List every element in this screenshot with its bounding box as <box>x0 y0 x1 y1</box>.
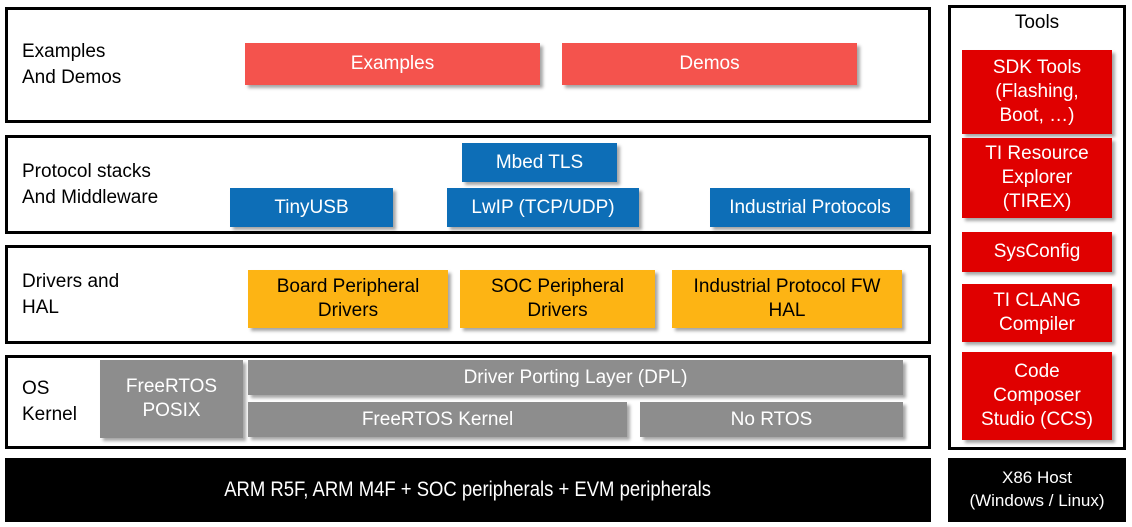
block-lwip: LwIP (TCP/UDP) <box>447 188 639 227</box>
host-bar: X86 Host (Windows / Linux) <box>948 458 1126 522</box>
tool-sysconfig: SysConfig <box>962 232 1112 272</box>
block-examples: Examples <box>245 43 540 85</box>
layer-label-examples-demos: Examples And Demos <box>22 40 122 88</box>
block-industrial-protocol-fw-hal: Industrial Protocol FW HAL <box>672 270 902 328</box>
layer-label-drivers-hal: Drivers and HAL <box>22 270 120 318</box>
block-soc-peripheral-drivers: SOC Peripheral Drivers <box>460 270 655 328</box>
layer-label-protocol-middleware: Protocol stacks And Middleware <box>22 160 159 208</box>
tool-ti-resource-explorer: TI Resource Explorer (TIREX) <box>962 138 1112 218</box>
block-freertos-posix: FreeRTOS POSIX <box>100 360 243 438</box>
host-bar-label: X86 Host (Windows / Linux) <box>969 468 1105 510</box>
layer-label-os-kernel: OS Kernel <box>22 377 77 425</box>
block-freertos-kernel: FreeRTOS Kernel <box>248 402 627 437</box>
block-driver-porting-layer: Driver Porting Layer (DPL) <box>248 360 903 395</box>
tools-panel-title: Tools <box>1014 12 1060 33</box>
tool-ti-clang-compiler: TI CLANG Compiler <box>962 284 1112 342</box>
hardware-bar-label: ARM R5F, ARM M4F + SOC peripherals + EVM… <box>224 478 712 501</box>
tool-sdk-tools: SDK Tools (Flashing, Boot, …) <box>962 50 1112 134</box>
block-demos: Demos <box>562 43 857 85</box>
block-board-peripheral-drivers: Board Peripheral Drivers <box>248 270 448 328</box>
tool-code-composer-studio: Code Composer Studio (CCS) <box>962 352 1112 440</box>
hardware-bar: ARM R5F, ARM M4F + SOC peripherals + EVM… <box>5 458 931 522</box>
block-tinyusb: TinyUSB <box>230 188 393 227</box>
block-industrial-protocols: Industrial Protocols <box>710 188 910 227</box>
block-mbed-tls: Mbed TLS <box>462 143 617 182</box>
block-no-rtos: No RTOS <box>640 402 903 437</box>
